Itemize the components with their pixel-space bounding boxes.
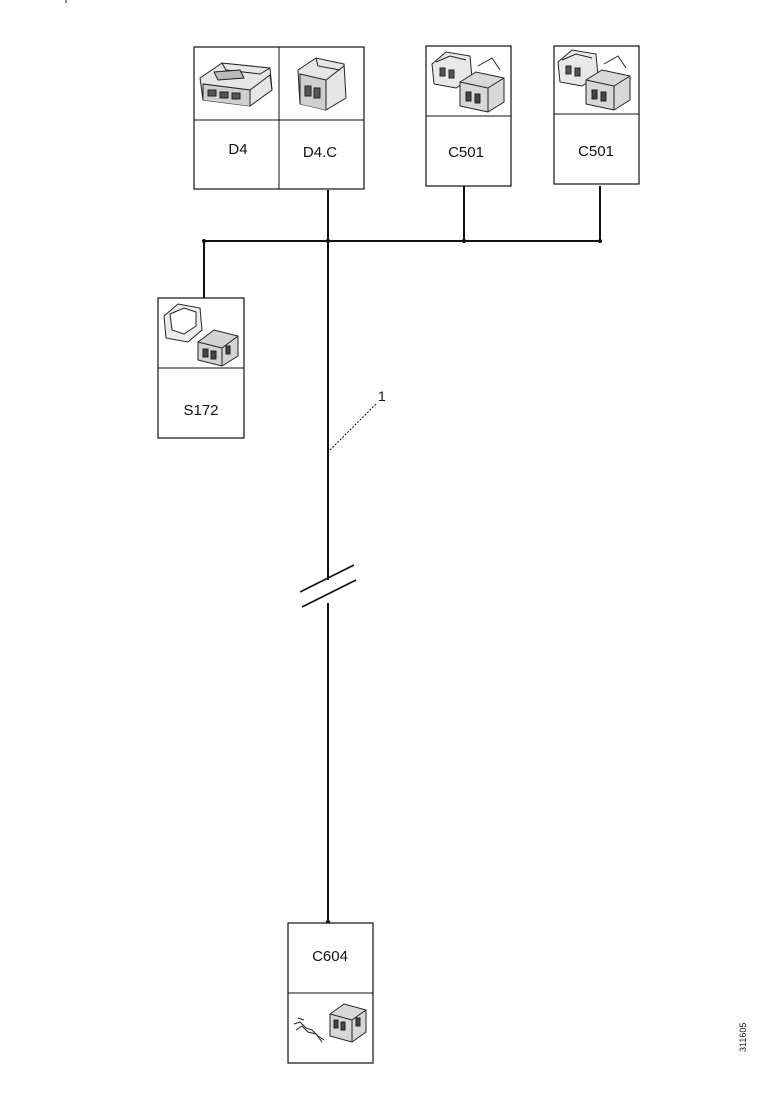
connector-label-c501-a: C501 [448,144,484,161]
connector-pair-icon [163,303,239,367]
connector-box-s172: S172 [157,297,245,439]
connector-plug-icon [297,57,347,111]
junction-dot [461,238,467,244]
connector-label-c501-b: C501 [578,143,614,160]
connector-pair-icon [557,49,631,111]
junction-dot [325,238,331,244]
callout-leader-line [329,403,377,451]
junction-dot [202,239,206,243]
callout-1: 1 [329,388,386,451]
terminal-connector-icon [293,1003,367,1043]
connector-pair-icon [431,51,505,113]
connector-label-s172: S172 [183,402,218,419]
connector-box-c501-a: C501 [425,45,512,187]
connector-label-d4: D4 [228,141,247,158]
connector-box-d4-group: D4 D4.C [193,46,365,190]
junction-dot [598,239,602,243]
wire-harness [203,186,601,922]
drawing-reference-number: 311605 [738,1022,748,1052]
connector-label-d4c: D4.C [303,144,337,161]
connector-housing-icon [199,62,273,107]
connector-box-c501-b: C501 [553,45,640,185]
callout-number: 1 [378,388,386,404]
connector-box-c604: C604 [287,922,374,1064]
connector-label-c604: C604 [312,948,348,965]
wire-break-symbol [299,564,357,608]
